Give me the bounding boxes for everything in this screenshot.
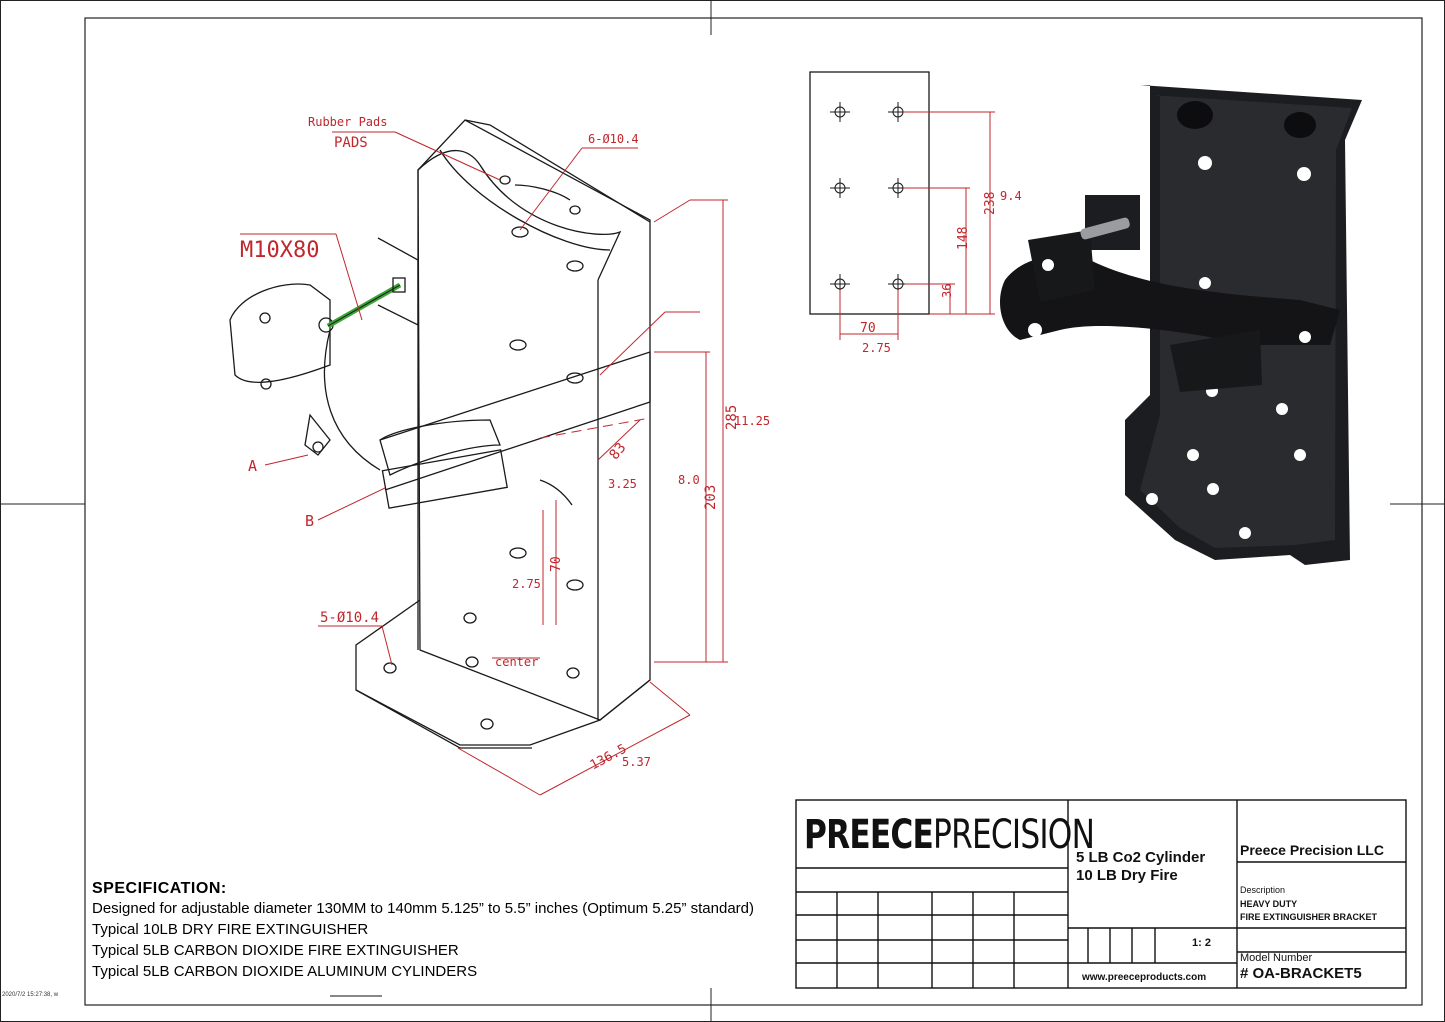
dim-8-0: 8.0	[678, 473, 700, 487]
hole	[463, 612, 477, 624]
product-line-2: 10 LB Dry Fire	[1076, 867, 1178, 884]
company-logo: PREECEPRECISION	[804, 812, 1095, 858]
hole	[566, 372, 584, 384]
label-rubber-pads: Rubber Pads	[308, 115, 387, 129]
hole	[509, 339, 527, 351]
dim-plate-36: 36	[940, 284, 954, 298]
hole	[480, 718, 494, 730]
company-name: Preece Precision LLC	[1240, 842, 1384, 858]
website: www.preeceproducts.com	[1082, 972, 1207, 983]
product-line-1: 5 LB Co2 Cylinder	[1076, 849, 1206, 866]
description-line-2: FIRE EXTINGUISHER BRACKET	[1240, 912, 1378, 922]
dim-285: 285	[724, 405, 740, 430]
specification-line: Designed for adjustable diameter 130MM t…	[92, 900, 754, 917]
dim-plate-238: 238	[983, 192, 998, 215]
hole	[465, 656, 479, 668]
dim-3-25: 3.25	[608, 477, 637, 491]
dimension-lines	[240, 131, 728, 796]
hole	[499, 175, 511, 185]
timestamp: 2020/7/2 15:27:38, w	[2, 992, 59, 998]
hole	[566, 667, 580, 679]
dim-plate-9-4: 9.4	[1000, 189, 1022, 203]
specification-line: Typical 10LB DRY FIRE EXTINGUISHER	[92, 921, 369, 938]
dim-2-75-side: 2.75	[512, 577, 541, 591]
label-point-b: B	[305, 512, 314, 530]
specification-title: SPECIFICATION:	[92, 880, 227, 897]
label-holes-top: 6-Ø10.4	[588, 132, 639, 146]
model-number: # OA-BRACKET5	[1240, 965, 1362, 982]
bracket-isometric-view	[229, 119, 651, 749]
description-label: Description	[1240, 885, 1286, 895]
dim-203: 203	[703, 485, 719, 510]
label-pads: PADS	[334, 135, 368, 151]
dim-70-side: 70	[549, 556, 564, 572]
title-block-grid	[795, 799, 1407, 989]
dim-plate-2-75: 2.75	[862, 341, 891, 355]
dim-plate-70: 70	[860, 321, 876, 336]
bracket-photo	[1000, 85, 1362, 565]
dim-5-37: 5.37	[622, 755, 651, 769]
hole	[509, 547, 527, 559]
dim-plate-148: 148	[956, 227, 971, 250]
specification-block: SPECIFICATION: Designed for adjustable d…	[92, 880, 812, 982]
dim-83: 83	[606, 440, 629, 463]
description-line-1: HEAVY DUTY	[1240, 899, 1298, 909]
sheet-inner-border	[84, 17, 1423, 1006]
hole	[511, 226, 529, 238]
back-plate-view	[809, 71, 995, 340]
model-number-label: Model Number	[1240, 952, 1313, 964]
specification-line: Typical 5LB CARBON DIOXIDE ALUMINUM CYLI…	[92, 963, 478, 980]
hole	[566, 260, 584, 272]
hole	[566, 579, 584, 591]
label-holes-bottom: 5-Ø10.4	[320, 610, 379, 626]
logo-light: PRECISION	[933, 812, 1095, 858]
label-center: center	[495, 655, 538, 669]
hole	[383, 662, 397, 674]
specification-line: Typical 5LB CARBON DIOXIDE FIRE EXTINGUI…	[92, 942, 459, 959]
hole	[569, 205, 581, 215]
label-point-a: A	[248, 457, 257, 475]
scale: 1: 2	[1192, 937, 1211, 949]
dim-11-25: 11.25	[734, 414, 770, 428]
label-bolt: M10X80	[240, 238, 319, 263]
logo-bold: PREECE	[804, 812, 934, 858]
